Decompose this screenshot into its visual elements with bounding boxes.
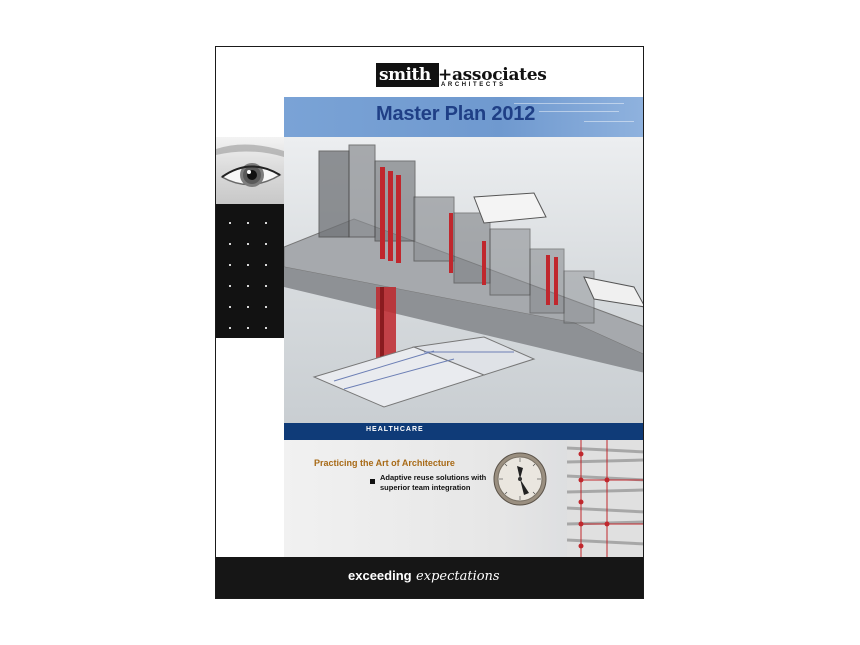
dot-icon (229, 243, 231, 245)
title-band: Master Plan 2012 (284, 97, 643, 137)
dot-icon (247, 285, 249, 287)
eye-photo (216, 137, 284, 204)
sketch-line (584, 121, 634, 122)
bullet-square-icon (370, 479, 375, 484)
dot-icon (247, 243, 249, 245)
dots-panel (216, 204, 284, 338)
logo-associates: +associates (438, 65, 547, 85)
compass-icon (493, 452, 547, 506)
hero-illustration (284, 137, 643, 423)
logo-architects: ARCHITECTS (441, 82, 506, 88)
dot-icon (265, 285, 267, 287)
blueprint-strip-icon (567, 440, 643, 557)
lower-panel: Practicing the Art of Architecture Adapt… (284, 440, 643, 557)
dot-icon (265, 306, 267, 308)
dot-icon (265, 264, 267, 266)
footer-slogan: exceeding expectations (348, 567, 500, 585)
sketch-line (539, 111, 619, 112)
dot-icon (229, 327, 231, 329)
dot-icon (229, 306, 231, 308)
dot-icon (247, 222, 249, 224)
logo-smith: smith (376, 63, 439, 87)
bullet-text: Adaptive reuse solutions with superior t… (380, 473, 487, 492)
footer-band: exceeding expectations (216, 557, 643, 598)
dot-icon (265, 222, 267, 224)
section-band: HEALTHCARE (284, 423, 643, 440)
sketch-line (514, 103, 624, 104)
building-model-icon (284, 144, 643, 408)
eye-icon (216, 144, 284, 187)
dot-icon (229, 285, 231, 287)
dot-icon (247, 306, 249, 308)
dot-icon (247, 327, 249, 329)
brochure-cover: smith +associates ARCHITECTS Master Plan… (215, 46, 644, 599)
tagline-heading: Practicing the Art of Architecture (314, 458, 455, 468)
page-title: Master Plan 2012 (376, 103, 536, 125)
dot-icon (229, 264, 231, 266)
footer-word-italic: expectations (416, 569, 500, 584)
dot-icon (229, 222, 231, 224)
dot-icon (265, 243, 267, 245)
footer-word-bold: exceeding (348, 568, 412, 583)
dot-icon (247, 264, 249, 266)
dot-icon (265, 327, 267, 329)
section-label: HEALTHCARE (366, 426, 424, 433)
